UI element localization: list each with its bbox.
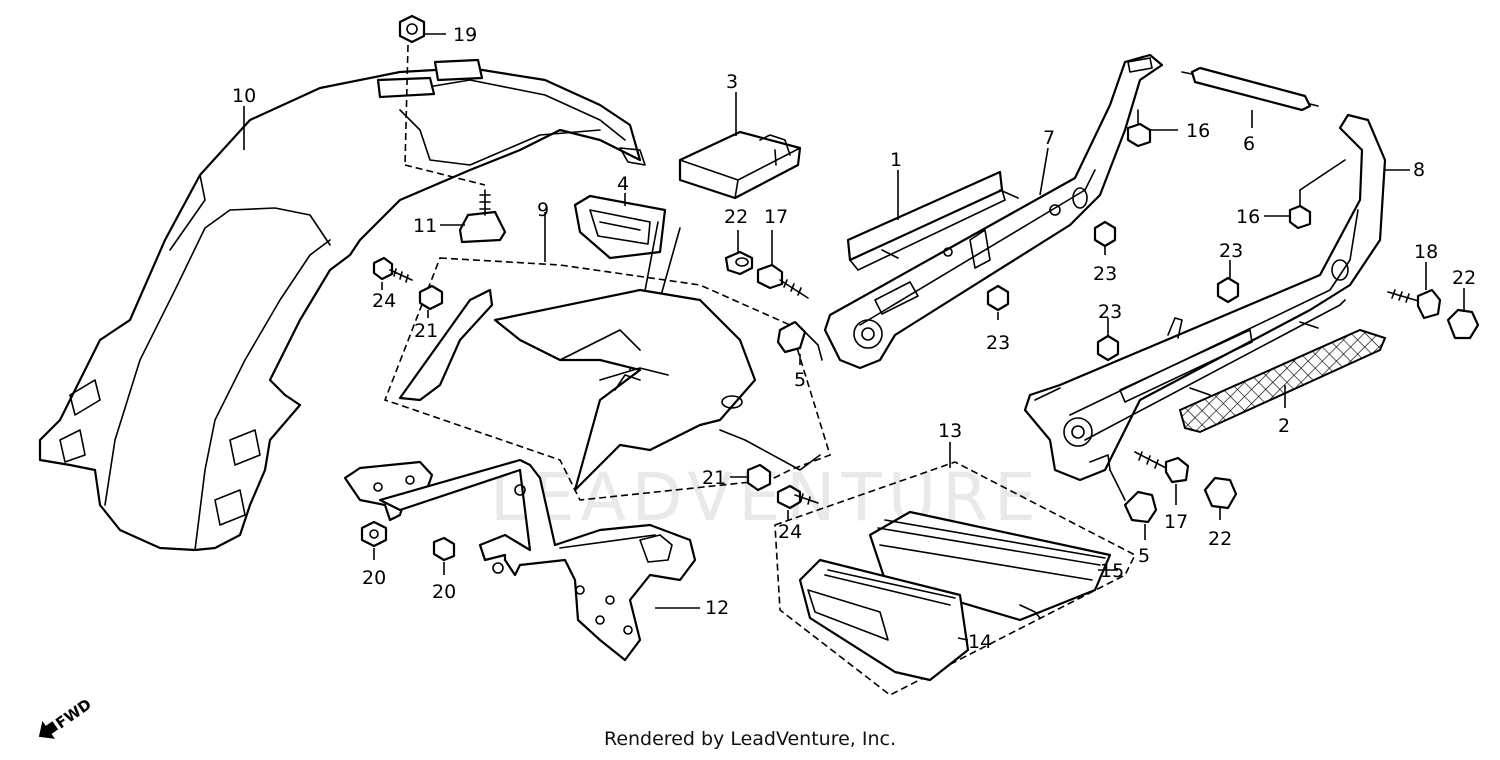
callout-1: 1 xyxy=(890,149,902,171)
callout-6: 6 xyxy=(1243,133,1255,155)
nut-23-c xyxy=(1216,276,1240,304)
callout-2: 2 xyxy=(1278,415,1290,437)
grab-rail-7 xyxy=(823,53,1164,370)
clip-5-b xyxy=(1109,469,1158,524)
callout-15: 15 xyxy=(1100,560,1124,582)
callout-9: 9 xyxy=(537,199,549,221)
cap-22-b xyxy=(1446,308,1480,340)
callout-24-a: 24 xyxy=(372,290,396,312)
nut-21-a xyxy=(418,284,444,311)
rubber-16-b xyxy=(1288,159,1346,230)
callout-20-a: 20 xyxy=(362,567,386,589)
bolt-17-a xyxy=(756,263,809,299)
callout-23-b: 23 xyxy=(986,332,1010,354)
callout-23-a: 23 xyxy=(1093,263,1117,285)
inner-fender-9 xyxy=(383,257,831,501)
callout-11: 11 xyxy=(413,215,437,237)
callout-5-b: 5 xyxy=(1138,545,1150,567)
pad-right xyxy=(433,58,484,82)
tail-light-13 xyxy=(774,461,1137,696)
callout-22-c: 22 xyxy=(1208,528,1232,550)
nut-23-d xyxy=(1096,334,1120,362)
nut-23-b xyxy=(986,284,1010,312)
credit-text: Rendered by LeadVenture, Inc. xyxy=(603,728,897,750)
holder-4 xyxy=(573,194,667,260)
callout-4: 4 xyxy=(617,173,629,195)
grab-rail-8 xyxy=(1023,113,1387,482)
callout-14: 14 xyxy=(968,631,992,653)
clip-11 xyxy=(404,164,507,244)
callout-22-b: 22 xyxy=(1452,267,1476,289)
plate-1 xyxy=(846,170,1019,271)
cap-22-c xyxy=(1203,476,1238,510)
callout-7: 7 xyxy=(1043,127,1055,149)
pad-left xyxy=(376,76,436,99)
callout-22-a: 22 xyxy=(724,206,748,228)
nut-19 xyxy=(398,14,426,166)
forward-arrow-icon: FWD xyxy=(38,695,95,739)
rod-6 xyxy=(1181,66,1319,112)
bolt-17-b xyxy=(1134,451,1190,484)
reflector-2 xyxy=(1178,321,1387,434)
callout-8: 8 xyxy=(1413,159,1425,181)
callout-23-d: 23 xyxy=(1098,301,1122,323)
callout-16-a: 16 xyxy=(1186,120,1210,142)
cap-22-a xyxy=(724,250,754,276)
nut-20-a xyxy=(360,520,388,548)
callout-12: 12 xyxy=(705,597,729,619)
callout-20-b: 20 xyxy=(432,581,456,603)
bolt-18 xyxy=(1387,288,1442,320)
nut-23-a xyxy=(1093,220,1117,248)
bolt-24-a xyxy=(372,256,413,283)
clip-5-a xyxy=(776,320,823,361)
bracket-12 xyxy=(343,458,697,662)
callout-17-a: 17 xyxy=(764,206,788,228)
rubber-16-a xyxy=(1126,109,1152,148)
callout-10: 10 xyxy=(232,85,256,107)
nut-20-b xyxy=(432,536,456,562)
callout-13: 13 xyxy=(938,420,962,442)
nut-21-b xyxy=(746,463,772,492)
callout-19: 19 xyxy=(453,24,477,46)
callout-23-c: 23 xyxy=(1219,240,1243,262)
bolt-24-b xyxy=(776,484,819,510)
callout-21-b: 21 xyxy=(702,467,726,489)
fwd-label: FWD xyxy=(52,695,94,732)
rear-fender xyxy=(38,66,646,552)
callout-16-b: 16 xyxy=(1236,206,1260,228)
callout-3: 3 xyxy=(726,71,738,93)
box-3 xyxy=(678,130,802,200)
callout-21-a: 21 xyxy=(414,320,438,342)
callout-5-a: 5 xyxy=(794,369,806,391)
callout-24-b: 24 xyxy=(778,521,802,543)
callout-18: 18 xyxy=(1414,241,1438,263)
callout-17-b: 17 xyxy=(1164,511,1188,533)
